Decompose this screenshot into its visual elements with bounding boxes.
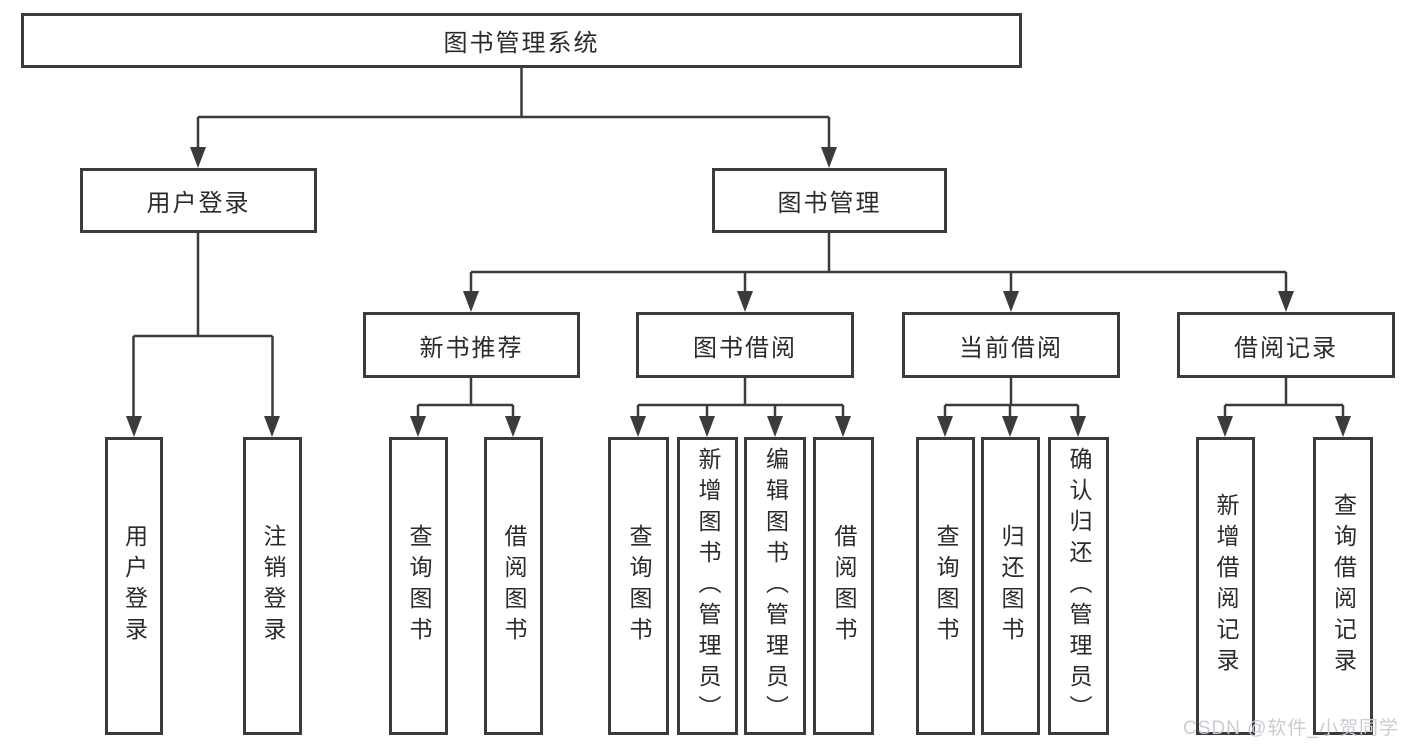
node-edit-books-admin: 编辑图书（管理员）	[744, 437, 806, 735]
node-return-books: 归还图书	[981, 437, 1040, 735]
node-logout: 注销登录	[243, 437, 302, 735]
connector-root-to-level2	[190, 68, 837, 168]
node-query-books-2: 查询图书	[608, 437, 669, 735]
connector-user-login-children	[126, 233, 280, 437]
connector-current-borrow-children	[937, 378, 1086, 437]
connector-new-book-recommend-children	[410, 378, 521, 437]
node-user-login-leaf: 用户登录	[105, 437, 163, 735]
node-library-management-system: 图书管理系统	[21, 13, 1022, 68]
node-query-books-3: 查询图书	[916, 437, 975, 735]
connector-book-management-children	[463, 233, 1294, 312]
node-query-books-1: 查询图书	[389, 437, 448, 735]
node-new-book-recommend: 新书推荐	[363, 312, 580, 378]
connector-borrow-records-children	[1217, 378, 1351, 437]
node-add-books-admin: 新增图书（管理员）	[677, 437, 738, 735]
node-book-borrow: 图书借阅	[636, 312, 854, 378]
node-user-login: 用户登录	[80, 168, 317, 233]
node-borrow-records: 借阅记录	[1177, 312, 1395, 378]
node-add-borrow-record: 新增借阅记录	[1196, 437, 1255, 735]
node-borrow-books-1: 借阅图书	[484, 437, 543, 735]
node-borrow-books-2: 借阅图书	[813, 437, 874, 735]
node-confirm-return-admin: 确认归还（管理员）	[1048, 437, 1109, 735]
node-query-borrow-record: 查询借阅记录	[1313, 437, 1373, 735]
connector-book-borrow-children	[630, 378, 851, 437]
csdn-watermark: CSDN @软件_小贺同学	[1183, 718, 1399, 739]
node-current-borrow: 当前借阅	[902, 312, 1120, 378]
node-book-management: 图书管理	[712, 168, 947, 233]
